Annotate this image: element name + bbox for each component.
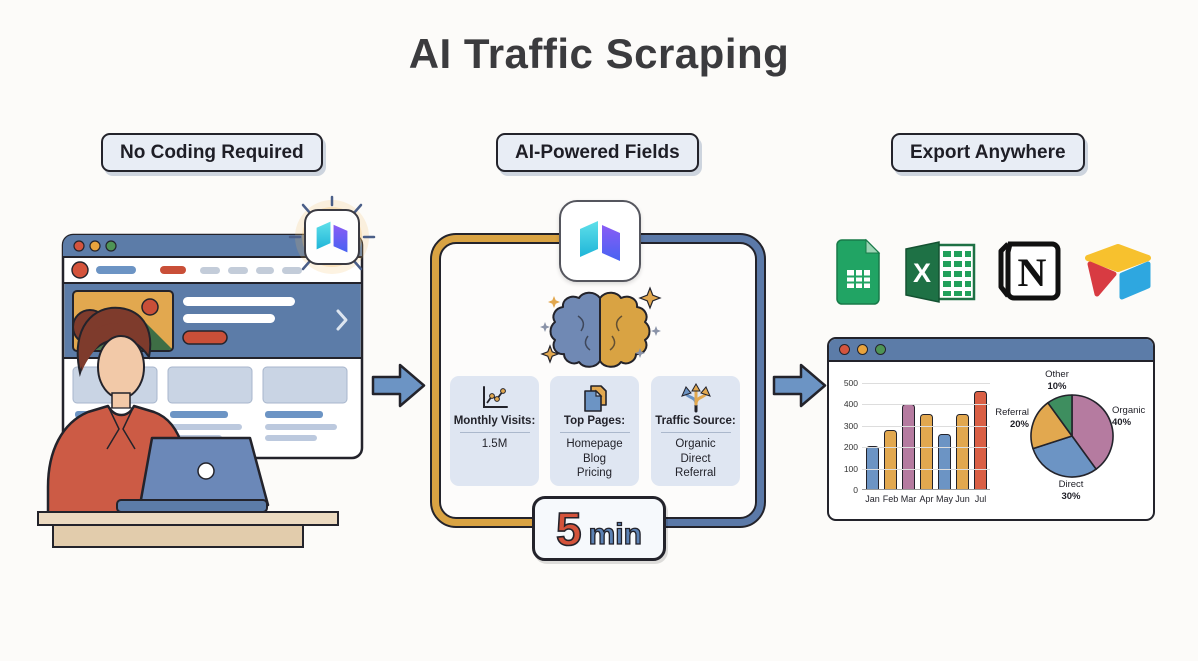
browser-dot-red [73,240,85,252]
field-value: Pricing [576,467,613,479]
brain-icon [540,286,662,368]
pie-slice-other [1047,394,1073,437]
bar-may [938,434,951,489]
page-title: AI Traffic Scraping [408,30,790,77]
pie-chart-svg [1030,394,1114,478]
field-value: Referral [675,467,716,479]
pie-label-direct: Direct 30% [1058,479,1084,502]
y-tick-label: 200 [843,442,858,453]
y-tick-label: 500 [843,378,858,388]
notion-icon: N [996,238,1062,309]
pie-slice-referral [1030,402,1073,450]
pie-label-organic: Organic 40% [1112,405,1146,428]
bar-feb [884,430,897,489]
field-value: Homepage [566,438,623,450]
pie-label-other: Other 10% [1045,369,1069,392]
field-value: Direct [680,452,711,465]
step-label-export: Export Anywhere [891,133,1085,172]
desk [37,511,339,548]
x-tick-label: Jun [955,494,970,504]
flow-arrow-2 [772,363,827,408]
step-label-no-coding: No Coding Required [101,133,323,172]
stacked-pages-icon [550,383,639,413]
svg-text:X: X [913,258,931,288]
bars-row [866,390,987,489]
sparkle-icons [540,286,662,364]
gridline [862,404,990,406]
extension-badge [288,195,376,274]
field-label: Monthly Visits: [453,415,536,427]
flow-arrow-1 [371,363,426,408]
gridline [862,425,990,427]
x-tick-label: Jul [974,494,987,504]
pie-slice-organic [1071,394,1114,470]
field-value: Blog [582,452,607,465]
product-logo-icon [580,221,620,261]
bar-apr [920,414,933,489]
chevron-right-icon [336,309,348,331]
y-tick-label: 300 [843,420,858,431]
window-titlebar [829,339,1153,362]
gridline [862,383,990,384]
site-logo-dot [71,261,89,279]
field-value: 1.5M [481,438,508,450]
gridline [862,447,990,449]
ai-brain-illustration [538,284,662,381]
ai-logo-badge [559,200,641,282]
x-tick-label: May [936,494,954,504]
browser-illustration [37,195,376,548]
x-tick-label: Jan [865,494,880,504]
field-label: Traffic Source: [655,415,736,427]
x-tick-label: Mar [900,494,917,504]
field-card-traffic-source: Traffic Source: Organic Direct Referral [651,376,740,486]
bar-jan [866,446,879,489]
gridline [862,468,990,470]
time-unit: min [588,517,643,551]
field-card-monthly-visits: Monthly Visits: 1.5M [450,376,539,486]
line-chart-icon [450,383,539,413]
pie-label-referral: Referral 20% [995,407,1029,430]
woman-illustration [37,306,339,548]
pie-slice-direct [1032,435,1097,478]
bar-jun [956,414,969,489]
google-sheets-icon [833,238,883,311]
x-tick-label: Feb [882,494,899,504]
branch-arrows-icon [651,383,740,413]
airtable-icon [1082,243,1154,310]
y-tick-label: 400 [843,399,858,410]
badge-rays [288,195,376,271]
time-badge: 5 min [532,496,666,561]
field-card-top-pages: Top Pages: Homepage Blog Pricing [550,376,639,486]
time-value: 5 [555,502,582,555]
window-dot-green [875,344,886,355]
excel-icon: X [903,240,977,309]
svg-text:N: N [1018,250,1047,295]
product-logo-icon [316,221,348,253]
window-dot-yellow [857,344,868,355]
field-label: Top Pages: [563,415,626,427]
browser-dot-yellow [89,240,101,252]
y-tick-label: 100 [843,463,858,474]
hero-cta-button [182,330,228,345]
x-axis-line [862,488,990,490]
window-dot-red [839,344,850,355]
browser-dot-green [105,240,117,252]
bar-jul [974,390,987,489]
field-value: Organic [675,438,716,450]
y-tick-label: 0 [853,485,858,495]
x-tick-label: Apr [919,494,934,504]
step-label-ai-fields: AI-Powered Fields [496,133,699,172]
